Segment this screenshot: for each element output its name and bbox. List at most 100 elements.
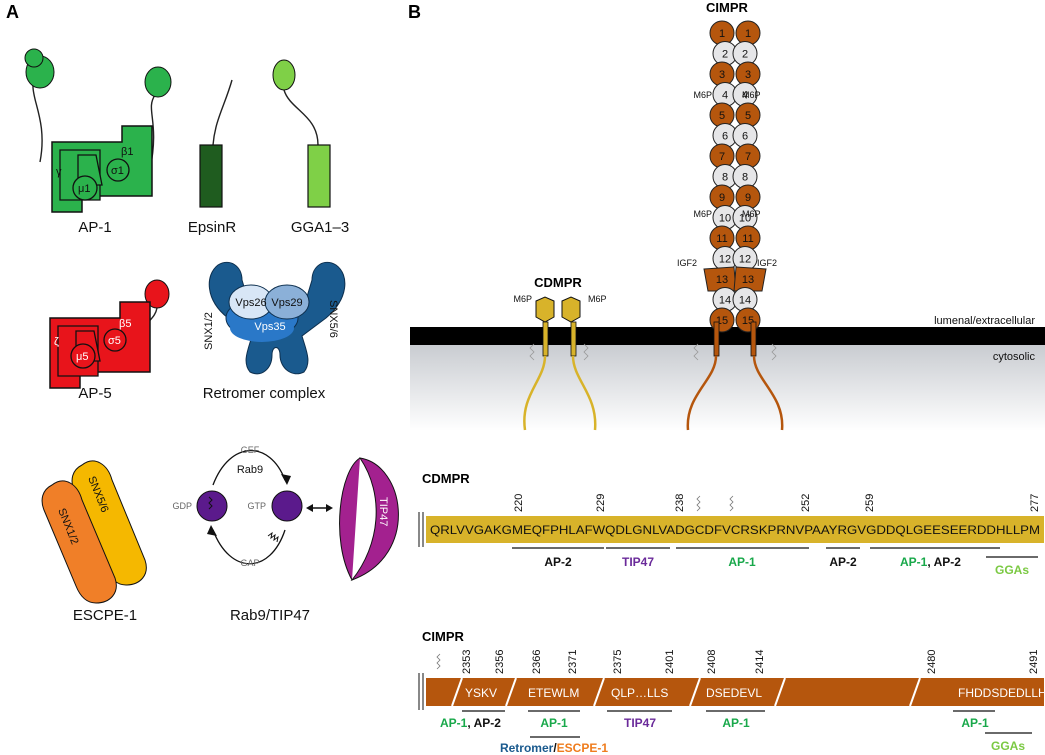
cimpr-seg-etewlm: ETEWLM	[528, 686, 579, 700]
cimpr-motif-slash: /	[553, 741, 557, 755]
cimpr-m6p-4l: M6P	[693, 90, 712, 100]
gga-label: GGA1–3	[291, 219, 349, 236]
ap1-sigma-label: σ1	[111, 165, 124, 177]
cimpr-pos-2401: 2401	[664, 650, 676, 674]
escpe1-complex: SNX5/6 SNX1/2 ESCPE-1	[41, 460, 147, 624]
cytosolic-label: cytosolic	[993, 351, 1036, 363]
cimpr-domain-label: 7	[745, 151, 751, 163]
cdmpr-seq-title: CDMPR	[422, 471, 470, 486]
cimpr-motif-escpe: ESCPE-1	[557, 741, 609, 755]
cimpr-m6p-10r: M6P	[742, 209, 761, 219]
ap5-complex: ζ β5 μ5 σ5 AP-5	[49, 279, 170, 402]
cimpr-igf2-l: IGF2	[677, 258, 697, 268]
cimpr-seg-dsedevl: DSEDEVL	[706, 686, 762, 700]
cdmpr-seq-bar	[426, 516, 1044, 543]
cdmpr-motif-ap2-b: AP-2	[829, 555, 857, 569]
cdmpr-receptor: CDMPR M6P M6P	[513, 275, 607, 431]
cimpr-domain-label: 4	[742, 90, 748, 102]
cimpr-domain-label: 11	[716, 233, 727, 245]
cimpr-domain-label: 9	[719, 192, 725, 204]
ap1-label: AP-1	[78, 219, 111, 236]
epsinr: EpsinR	[188, 79, 237, 236]
cdmpr-pos-252: 252	[800, 494, 812, 512]
cdmpr-motif-ap1-b: AP-1	[900, 555, 928, 569]
lumenal-label: lumenal/extracellular	[934, 315, 1035, 327]
cimpr-motif-ap1-b: AP-1	[540, 716, 568, 730]
cimpr-domain-label: 13	[742, 274, 754, 286]
cdmpr-pos-277: 277	[1029, 494, 1041, 512]
cdmpr-motif-ap2-a: AP-2	[544, 555, 572, 569]
cimpr-domain-label: 8	[722, 172, 728, 184]
cimpr-domain-label: 1	[745, 28, 751, 40]
cimpr-pos-2353: 2353	[461, 650, 473, 674]
ap5-zeta-label: ζ	[54, 336, 59, 348]
cimpr-motif-ap1-c: AP-1	[722, 716, 750, 730]
cdmpr-pos-229: 229	[595, 494, 607, 512]
cimpr-domain-label: 5	[745, 110, 751, 122]
cimpr-m6p-4r: M6P	[742, 90, 761, 100]
cimpr-domain-13-right	[733, 266, 767, 292]
ap5-mu-label: μ5	[76, 351, 88, 363]
cimpr-motif-retromer-escpe: Retromer/ESCPE-1	[500, 741, 608, 755]
retromer-complex: Vps26 Vps29 Vps35 SNX1/2 SNX5/6 Retromer…	[203, 261, 346, 402]
cimpr-domain-label: 7	[719, 151, 725, 163]
vps26-label: Vps26	[235, 297, 266, 309]
cimpr-pos-2366: 2366	[531, 650, 543, 674]
vps29-label: Vps29	[271, 297, 302, 309]
cimpr-motif-ap1-a: AP-1	[440, 716, 468, 730]
cimpr-m6p-10l: M6P	[693, 209, 712, 219]
cimpr-domain-label: 2	[722, 49, 728, 61]
cimpr-sequence-panel: CIMPR YSKV ETEWLM QLP…LLS DSEDEVL FHDDSD…	[418, 629, 1045, 755]
panel-a-label: A	[6, 2, 19, 22]
cdmpr-pos-238: 238	[674, 494, 686, 512]
panel-b-label: B	[408, 2, 421, 22]
cdmpr-pos-220: 220	[513, 494, 525, 512]
rab9-tip47-label: Rab9/TIP47	[230, 607, 310, 624]
cimpr-seg-fhdd: FHDDSDEDLLHI	[958, 686, 1045, 700]
retromer-snx12-label: SNX1/2	[203, 312, 215, 350]
cdmpr-title: CDMPR	[534, 275, 582, 290]
epsinr-label: EpsinR	[188, 219, 237, 236]
cimpr-seq-title: CIMPR	[422, 629, 465, 644]
cdmpr-motif-ap1-ap2: AP-1, AP-2	[900, 555, 961, 569]
cdmpr-pos-259: 259	[864, 494, 876, 512]
cimpr-motif-ap2: AP-2	[474, 716, 502, 730]
retromer-label: Retromer complex	[203, 385, 326, 402]
cimpr-domain-label: 11	[742, 233, 753, 245]
ap5-label: AP-5	[78, 385, 111, 402]
cimpr-domain-label: 8	[742, 172, 748, 184]
cimpr-domain-label: 3	[719, 69, 725, 81]
cdmpr-sequence-panel: CDMPR QRLVVGAKGMEQFPHLAFWQDLGNLVADGCDFVC…	[418, 471, 1044, 577]
cimpr-domain-label: 3	[745, 69, 751, 81]
cdmpr-motif-ggas: GGAs	[995, 563, 1029, 577]
cimpr-pos-2480: 2480	[926, 650, 938, 674]
ap1-beta-ear	[144, 66, 172, 98]
cimpr-igf2-r: IGF2	[757, 258, 777, 268]
cimpr-pos-2375: 2375	[612, 650, 624, 674]
retromer-snx56-label: SNX5/6	[327, 300, 339, 338]
cimpr-domain-label: 14	[739, 295, 751, 307]
cimpr-motif-sep: ,	[467, 716, 473, 730]
cdmpr-m6p-left: M6P	[513, 294, 532, 304]
ap1-complex: γ β1 μ1 σ1 AP-1	[24, 48, 172, 236]
ap1-beta-label: β1	[121, 146, 133, 158]
membrane: lumenal/extracellular cytosolic	[410, 315, 1045, 431]
ap5-beta-label: β5	[119, 318, 131, 330]
gap-label: GAP	[240, 558, 259, 568]
cimpr-domain-label: 9	[745, 192, 751, 204]
escpe-label: ESCPE-1	[73, 607, 137, 624]
cdmpr-motif-tip47: TIP47	[622, 555, 654, 569]
cdmpr-sequence: QRLVVGAKGMEQFPHLAFWQDLGNLVADGCDFVCRSKPRN…	[430, 523, 1040, 537]
gdp-label: GDP	[172, 501, 192, 511]
ap1-gamma-label: γ	[56, 166, 62, 178]
cdmpr-motif-sep: ,	[927, 555, 933, 569]
cimpr-domain-label: 6	[742, 131, 748, 143]
cimpr-domain-label: 10	[739, 213, 751, 225]
cimpr-domain-label: 12	[739, 254, 751, 266]
cimpr-motif-tip47: TIP47	[624, 716, 656, 730]
cimpr-motif-ap1-d: AP-1	[961, 716, 989, 730]
rab9-label: Rab9	[237, 464, 263, 476]
